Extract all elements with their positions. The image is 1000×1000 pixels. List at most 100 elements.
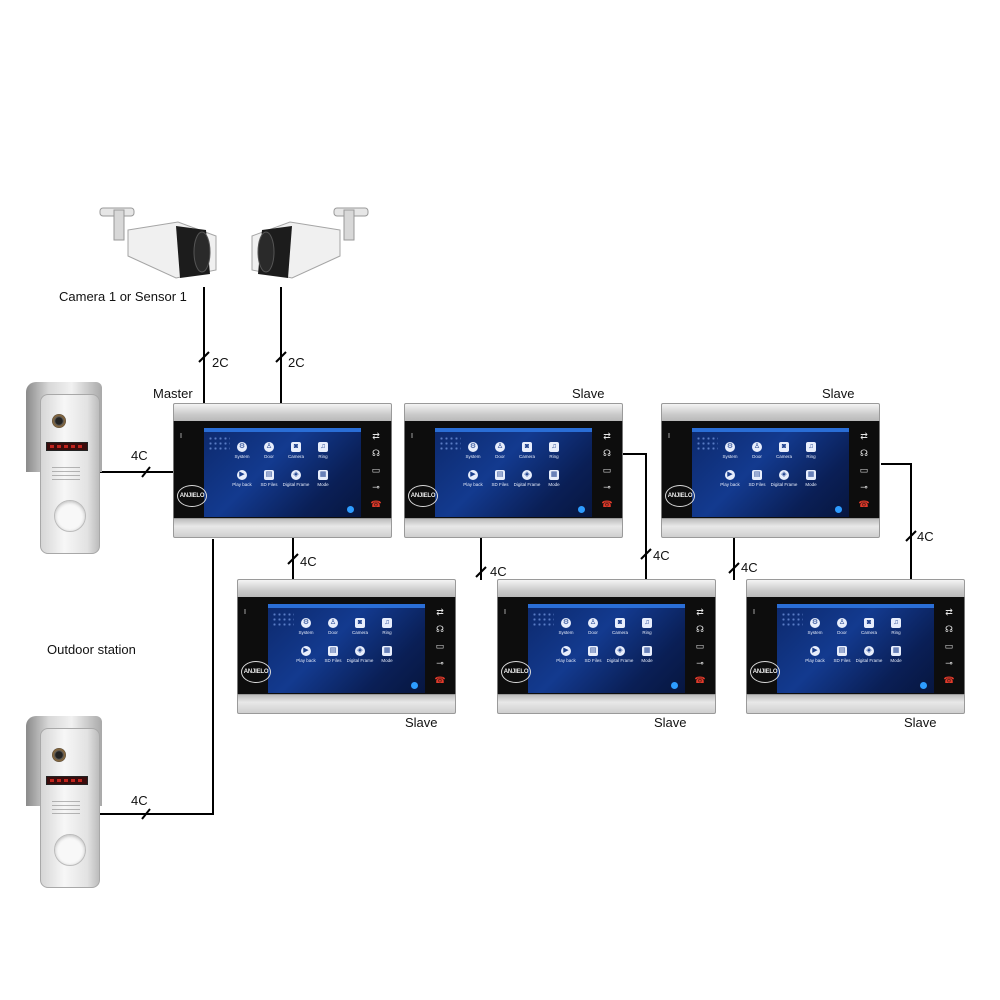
app-mode[interactable]: ▦Mode	[890, 646, 902, 663]
slave-monitor: ⚙System ♙Door ◙Camera ♫Ring ▶Play back ▤…	[404, 403, 623, 538]
intercom-icon[interactable]: ☊	[436, 624, 444, 634]
camera-label: Camera 1 or Sensor 1	[59, 289, 187, 304]
switch-icon[interactable]: ⇄	[860, 431, 868, 441]
slave-monitor: ⚙System ♙Door ◙Camera ♫Ring ▶Play back ▤…	[746, 579, 965, 714]
app-system[interactable]: ⚙System	[722, 442, 738, 459]
app-mode[interactable]: ▦Mode	[317, 470, 329, 487]
app-digital-frame[interactable]: ◈Digital Frame	[606, 646, 634, 663]
microphone	[504, 609, 506, 614]
hangup-icon[interactable]: ☎	[694, 675, 706, 685]
home-icon[interactable]	[347, 506, 354, 513]
app-system[interactable]: ⚙System	[234, 442, 250, 459]
intercom-icon[interactable]: ☊	[860, 448, 868, 458]
intercom-icon[interactable]: ☊	[603, 448, 611, 458]
app-digital-frame[interactable]: ◈Digital Frame	[282, 470, 310, 487]
unlock-icon[interactable]: ⊸	[436, 658, 444, 668]
app-sd-files[interactable]: ▤SD Files	[833, 646, 851, 663]
monitor-icon[interactable]: ▭	[602, 465, 612, 475]
unlock-icon[interactable]: ⊸	[860, 482, 868, 492]
wire-label: 4C	[131, 448, 148, 463]
app-ring[interactable]: ♫Ring	[549, 442, 559, 459]
app-ring[interactable]: ♫Ring	[318, 442, 328, 459]
app-playback[interactable]: ▶Play back	[805, 646, 825, 663]
app-system[interactable]: ⚙System	[465, 442, 481, 459]
app-ring[interactable]: ♫Ring	[806, 442, 816, 459]
monitor-icon[interactable]: ▭	[435, 641, 445, 651]
call-button[interactable]	[54, 834, 86, 866]
home-icon[interactable]	[578, 506, 585, 513]
wire-label: 4C	[741, 560, 758, 575]
play-icon: ▶	[561, 646, 571, 656]
wire-outdoor2-master	[100, 539, 214, 815]
unlock-icon[interactable]: ⊸	[945, 658, 953, 668]
app-door[interactable]: ♙Door	[588, 618, 598, 635]
app-door[interactable]: ♙Door	[495, 442, 505, 459]
app-playback[interactable]: ▶Play back	[296, 646, 316, 663]
app-mode[interactable]: ▦Mode	[641, 646, 653, 663]
app-sd-files[interactable]: ▤SD Files	[324, 646, 342, 663]
microphone	[753, 609, 755, 614]
hangup-icon[interactable]: ☎	[434, 675, 446, 685]
app-sd-files[interactable]: ▤SD Files	[491, 470, 509, 487]
app-mode[interactable]: ▦Mode	[381, 646, 393, 663]
monitor-icon[interactable]: ▭	[695, 641, 705, 651]
app-ring[interactable]: ♫Ring	[891, 618, 901, 635]
app-playback[interactable]: ▶Play back	[463, 470, 483, 487]
app-mode[interactable]: ▦Mode	[548, 470, 560, 487]
app-system[interactable]: ⚙System	[558, 618, 574, 635]
app-digital-frame[interactable]: ◈Digital Frame	[513, 470, 541, 487]
hangup-icon[interactable]: ☎	[370, 499, 382, 509]
app-camera[interactable]: ◙Camera	[518, 442, 535, 459]
app-camera[interactable]: ◙Camera	[351, 618, 368, 635]
intercom-icon[interactable]: ☊	[945, 624, 953, 634]
app-system[interactable]: ⚙System	[298, 618, 314, 635]
app-door[interactable]: ♙Door	[264, 442, 274, 459]
app-sd-files[interactable]: ▤SD Files	[748, 470, 766, 487]
switch-icon[interactable]: ⇄	[372, 431, 380, 441]
app-door[interactable]: ♙Door	[328, 618, 338, 635]
home-icon[interactable]	[920, 682, 927, 689]
app-ring[interactable]: ♫Ring	[382, 618, 392, 635]
app-ring[interactable]: ♫Ring	[642, 618, 652, 635]
unlock-icon[interactable]: ⊸	[603, 482, 611, 492]
app-playback[interactable]: ▶Play back	[232, 470, 252, 487]
hangup-icon[interactable]: ☎	[858, 499, 870, 509]
hangup-icon[interactable]: ☎	[601, 499, 613, 509]
wire-slave2-slave6-b	[881, 463, 912, 580]
app-camera[interactable]: ◙Camera	[287, 442, 304, 459]
intercom-icon[interactable]: ☊	[372, 448, 380, 458]
app-system[interactable]: ⚙System	[807, 618, 823, 635]
app-door[interactable]: ♙Door	[837, 618, 847, 635]
monitor-icon[interactable]: ▭	[371, 465, 381, 475]
switch-icon[interactable]: ⇄	[603, 431, 611, 441]
microphone	[180, 433, 182, 438]
app-digital-frame[interactable]: ◈Digital Frame	[770, 470, 798, 487]
monitor-icon[interactable]: ▭	[944, 641, 954, 651]
home-icon[interactable]	[671, 682, 678, 689]
call-button[interactable]	[54, 500, 86, 532]
hangup-icon[interactable]: ☎	[943, 675, 955, 685]
app-sd-files[interactable]: ▤SD Files	[260, 470, 278, 487]
app-camera[interactable]: ◙Camera	[611, 618, 628, 635]
app-camera[interactable]: ◙Camera	[775, 442, 792, 459]
home-icon[interactable]	[411, 682, 418, 689]
app-mode[interactable]: ▦Mode	[805, 470, 817, 487]
app-digital-frame[interactable]: ◈Digital Frame	[346, 646, 374, 663]
monitor-icon[interactable]: ▭	[859, 465, 869, 475]
switch-icon[interactable]: ⇄	[945, 607, 953, 617]
switch-icon[interactable]: ⇄	[696, 607, 704, 617]
app-playback[interactable]: ▶Play back	[556, 646, 576, 663]
unlock-icon[interactable]: ⊸	[696, 658, 704, 668]
app-digital-frame[interactable]: ◈Digital Frame	[855, 646, 883, 663]
app-playback[interactable]: ▶Play back	[720, 470, 740, 487]
app-sd-files[interactable]: ▤SD Files	[584, 646, 602, 663]
app-camera[interactable]: ◙Camera	[860, 618, 877, 635]
unlock-icon[interactable]: ⊸	[372, 482, 380, 492]
switch-icon[interactable]: ⇄	[436, 607, 444, 617]
frame-icon: ◈	[864, 646, 874, 656]
intercom-icon[interactable]: ☊	[696, 624, 704, 634]
app-door[interactable]: ♙Door	[752, 442, 762, 459]
sd-card-icon: ▤	[264, 470, 274, 480]
home-icon[interactable]	[835, 506, 842, 513]
music-icon: ♫	[891, 618, 901, 628]
